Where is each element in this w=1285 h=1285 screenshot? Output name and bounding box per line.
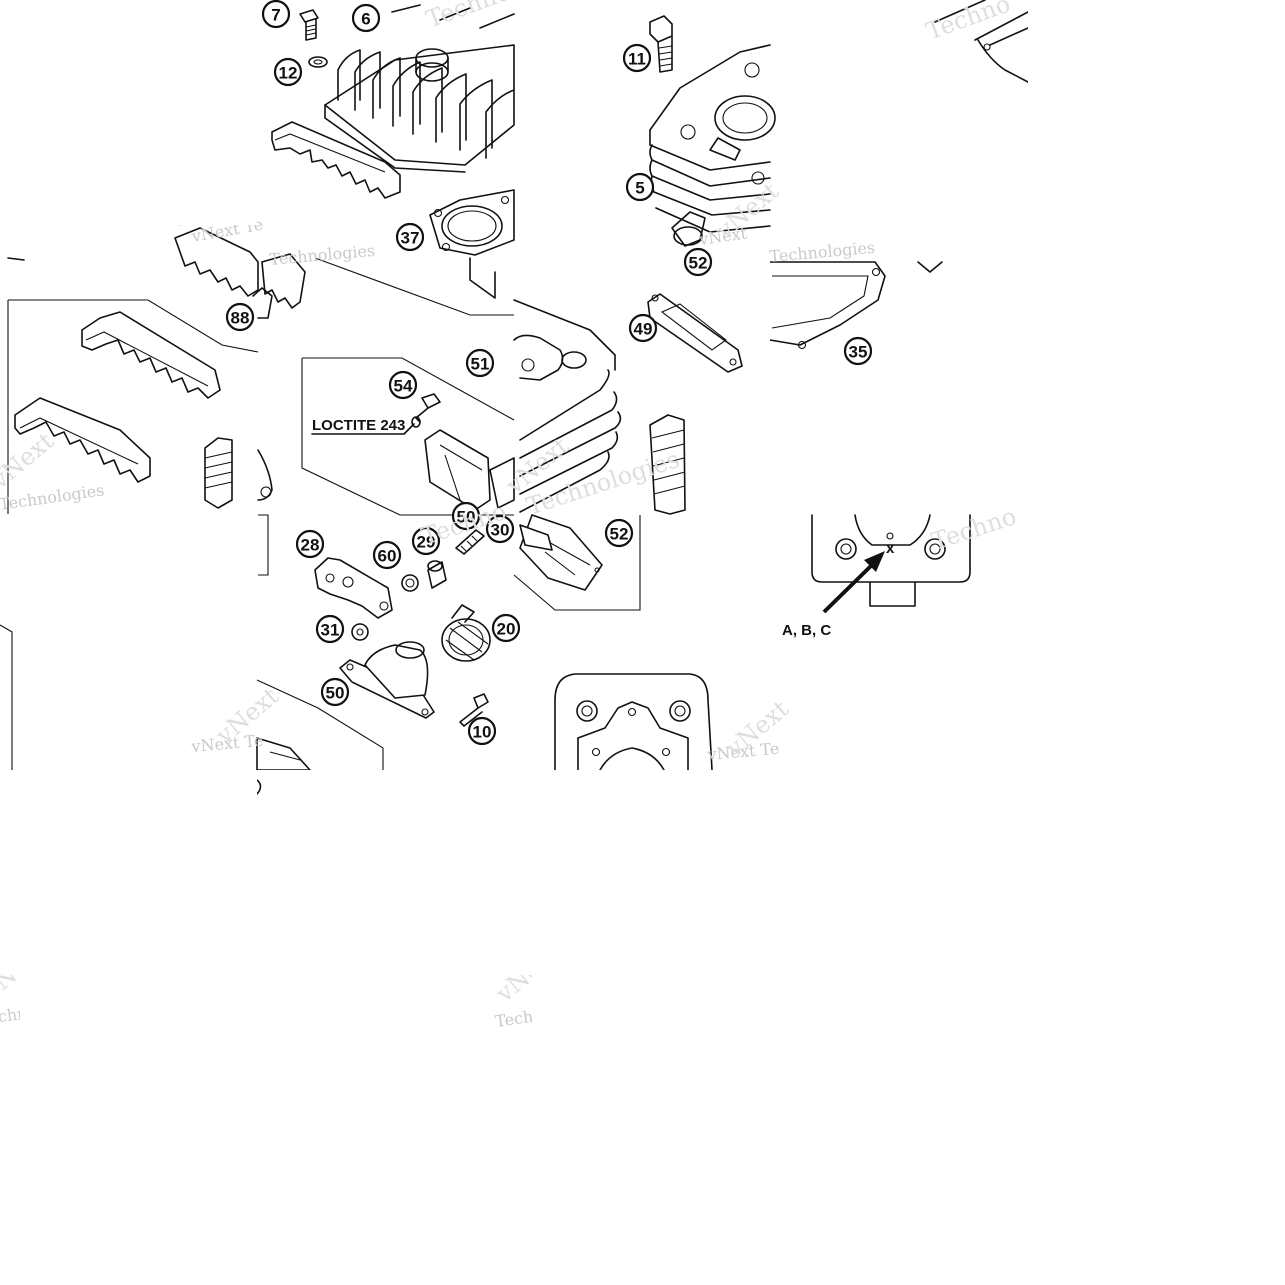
- cylinder: [647, 0, 1029, 373]
- svg-text:10: 10: [473, 723, 492, 742]
- svg-text:vNext: vNext: [710, 177, 784, 246]
- deflector-parts: [0, 227, 306, 770]
- svg-text:LOCTITE 243: LOCTITE 243: [312, 417, 405, 434]
- intake-parts: [256, 529, 491, 771]
- svg-text:29: 29: [417, 533, 436, 552]
- reed-valve-assembly: [301, 257, 686, 611]
- svg-text:30: 30: [491, 521, 510, 540]
- svg-text:x: x: [886, 540, 895, 557]
- crankcase-detail: [811, 514, 971, 614]
- callout-51: 51: [465, 348, 495, 378]
- callout-20: 20: [491, 613, 521, 643]
- abc-label: A, B, C: [782, 622, 831, 639]
- svg-text:11: 11: [628, 50, 646, 69]
- callout-30: 30: [485, 514, 515, 544]
- svg-text:37: 37: [401, 229, 420, 248]
- callout-10: 10: [467, 716, 497, 746]
- svg-text:88: 88: [231, 309, 250, 328]
- svg-text:7: 7: [271, 6, 280, 25]
- callout-52-top: 52: [683, 247, 713, 277]
- cylinder-base-view: [554, 673, 713, 771]
- svg-text:49: 49: [634, 320, 653, 339]
- svg-text:A, B, C: A, B, C: [782, 622, 831, 639]
- callout-88: 88: [225, 302, 255, 332]
- callout-37: 37: [395, 222, 425, 252]
- callout-54: 54: [388, 370, 418, 400]
- svg-text:Techno: Techno: [422, 0, 513, 34]
- svg-text:35: 35: [849, 343, 868, 362]
- callout-35: 35: [843, 336, 873, 366]
- callout-12: 12: [273, 57, 303, 87]
- svg-text:54: 54: [394, 377, 413, 396]
- svg-text:31: 31: [321, 621, 340, 640]
- callout-5: 5: [625, 172, 655, 202]
- svg-text:12: 12: [279, 64, 298, 83]
- svg-text:6: 6: [361, 10, 370, 29]
- callout-6: 6: [351, 3, 381, 33]
- callout-50-partial: 50: [451, 501, 481, 531]
- callout-29: 29: [411, 526, 441, 556]
- svg-text:20: 20: [497, 620, 516, 639]
- svg-text:Techno: Techno: [922, 0, 1013, 46]
- callout-49: 49: [628, 313, 658, 343]
- svg-text:52: 52: [689, 254, 708, 273]
- callout-52-bottom: 52: [604, 518, 634, 548]
- svg-text:5: 5: [635, 179, 644, 198]
- svg-text:52: 52: [610, 525, 629, 544]
- svg-text:Techno: Techno: [928, 502, 1020, 556]
- svg-text:Technologies: Technologies: [0, 480, 105, 514]
- svg-text:50: 50: [457, 508, 476, 527]
- loctite-note: LOCTITE 243: [311, 417, 415, 435]
- callout-60: 60: [372, 540, 402, 570]
- svg-text:28: 28: [301, 536, 320, 555]
- callout-7: 7: [261, 0, 291, 29]
- svg-text:50: 50: [326, 684, 345, 703]
- svg-text:Technologies: Technologies: [269, 241, 376, 269]
- cylinder-head: [271, 4, 515, 299]
- callout-50: 50: [320, 677, 350, 707]
- svg-text:60: 60: [378, 547, 397, 566]
- callout-31: 31: [315, 614, 345, 644]
- svg-text:vNext: vNext: [0, 427, 59, 496]
- callout-28: 28: [295, 529, 325, 559]
- callout-11: 11: [622, 43, 652, 73]
- svg-text:51: 51: [471, 355, 490, 374]
- x-mark: x: [886, 540, 895, 557]
